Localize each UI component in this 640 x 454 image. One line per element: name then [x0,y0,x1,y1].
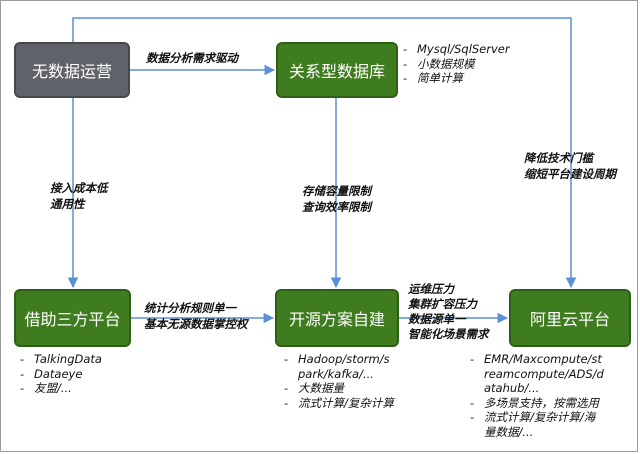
edge-label-stat-rules: 统计分析规则单一 基本无源数据掌控权 [144,300,248,332]
edge-label-line: 运维压力 [408,282,454,296]
edge-label-line: 智能化场景需求 [408,327,489,341]
note-text: 友盟/... [34,381,72,395]
note-item: EMR/Maxcompute/st reamcompute/ADS/d atah… [470,352,604,396]
note-item: 大数据量 [284,381,394,396]
edge-label-low-cost: 接入成本低 通用性 [50,180,108,212]
node-open-source-self-built: 开源方案自建 [275,289,399,347]
note-text: 小数据规模 [417,56,475,71]
note-item: 小数据规模 [403,57,510,72]
note-item: 友盟/... [20,381,102,396]
edge-label-line: 通用性 [50,197,85,211]
note-text: 流式计算/复杂计算/海 [484,410,596,424]
notes-aliyun: EMR/Maxcompute/st reamcompute/ADS/d atah… [470,352,604,439]
edge-label-line: 存储容量限制 [302,184,371,198]
note-text: 量数据/... [484,424,534,439]
note-text: park/kafka/... [298,366,374,381]
node-aliyun-platform: 阿里云平台 [509,289,631,347]
note-text: Hadoop/storm/s [298,352,390,366]
note-text: 多场景支持，按需选用 [484,395,599,410]
edge-label-data-analysis: 数据分析需求驱动 [146,51,238,65]
node-third-party-platform: 借助三方平台 [14,289,131,347]
note-item: 流式计算/复杂计算/海 量数据/... [470,410,604,439]
note-item: 多场景支持，按需选用 [470,396,604,411]
note-item: 流式计算/复杂计算 [284,396,394,411]
edge-label-line: 查询效率限制 [302,200,371,214]
note-item: Mysql/SqlServer [403,42,510,57]
note-text: reamcompute/ADS/d [484,366,604,381]
note-text: Mysql/SqlServer [417,42,510,56]
edge-label-line: 基本无源数据掌控权 [144,317,248,331]
edge-label-line: 缩短平台建设周期 [524,167,616,181]
note-item: Dataeye [20,367,102,382]
note-text: TalkingData [34,352,102,366]
note-item: TalkingData [20,352,102,367]
edge-label-line: 集群扩容压力 [408,297,477,311]
edge-label-line: 降低技术门槛 [524,151,593,165]
node-relational-database: 关系型数据库 [276,42,398,98]
notes-relational: Mysql/SqlServer 小数据规模 简单计算 [403,42,510,86]
note-text: EMR/Maxcompute/st [484,352,602,366]
note-item: 简单计算 [403,71,510,86]
arrow-top-to-aliyun [72,17,577,289]
note-text: atahub/... [484,381,540,395]
edge-label-line: 接入成本低 [50,181,108,195]
note-text: 流式计算/复杂计算 [298,395,394,410]
edge-label-line: 统计分析规则单一 [144,301,236,315]
notes-open-source: Hadoop/storm/s park/kafka/... 大数据量 流式计算/… [284,352,394,410]
edge-label-line: 数据源单一 [408,312,466,326]
note-item: Hadoop/storm/s park/kafka/... [284,352,394,381]
note-text: Dataeye [34,366,83,381]
edge-label-storage-limit: 存储容量限制 查询效率限制 [302,183,371,215]
node-no-data-operations: 无数据运营 [14,42,130,98]
edge-label-lower-barrier: 降低技术门槛 缩短平台建设周期 [524,150,616,182]
edge-label-ops-pressure: 运维压力 集群扩容压力 数据源单一 智能化场景需求 [408,282,489,342]
notes-third-party: TalkingData Dataeye 友盟/... [20,352,102,396]
note-text: 简单计算 [417,71,463,85]
note-text: 大数据量 [298,381,344,395]
